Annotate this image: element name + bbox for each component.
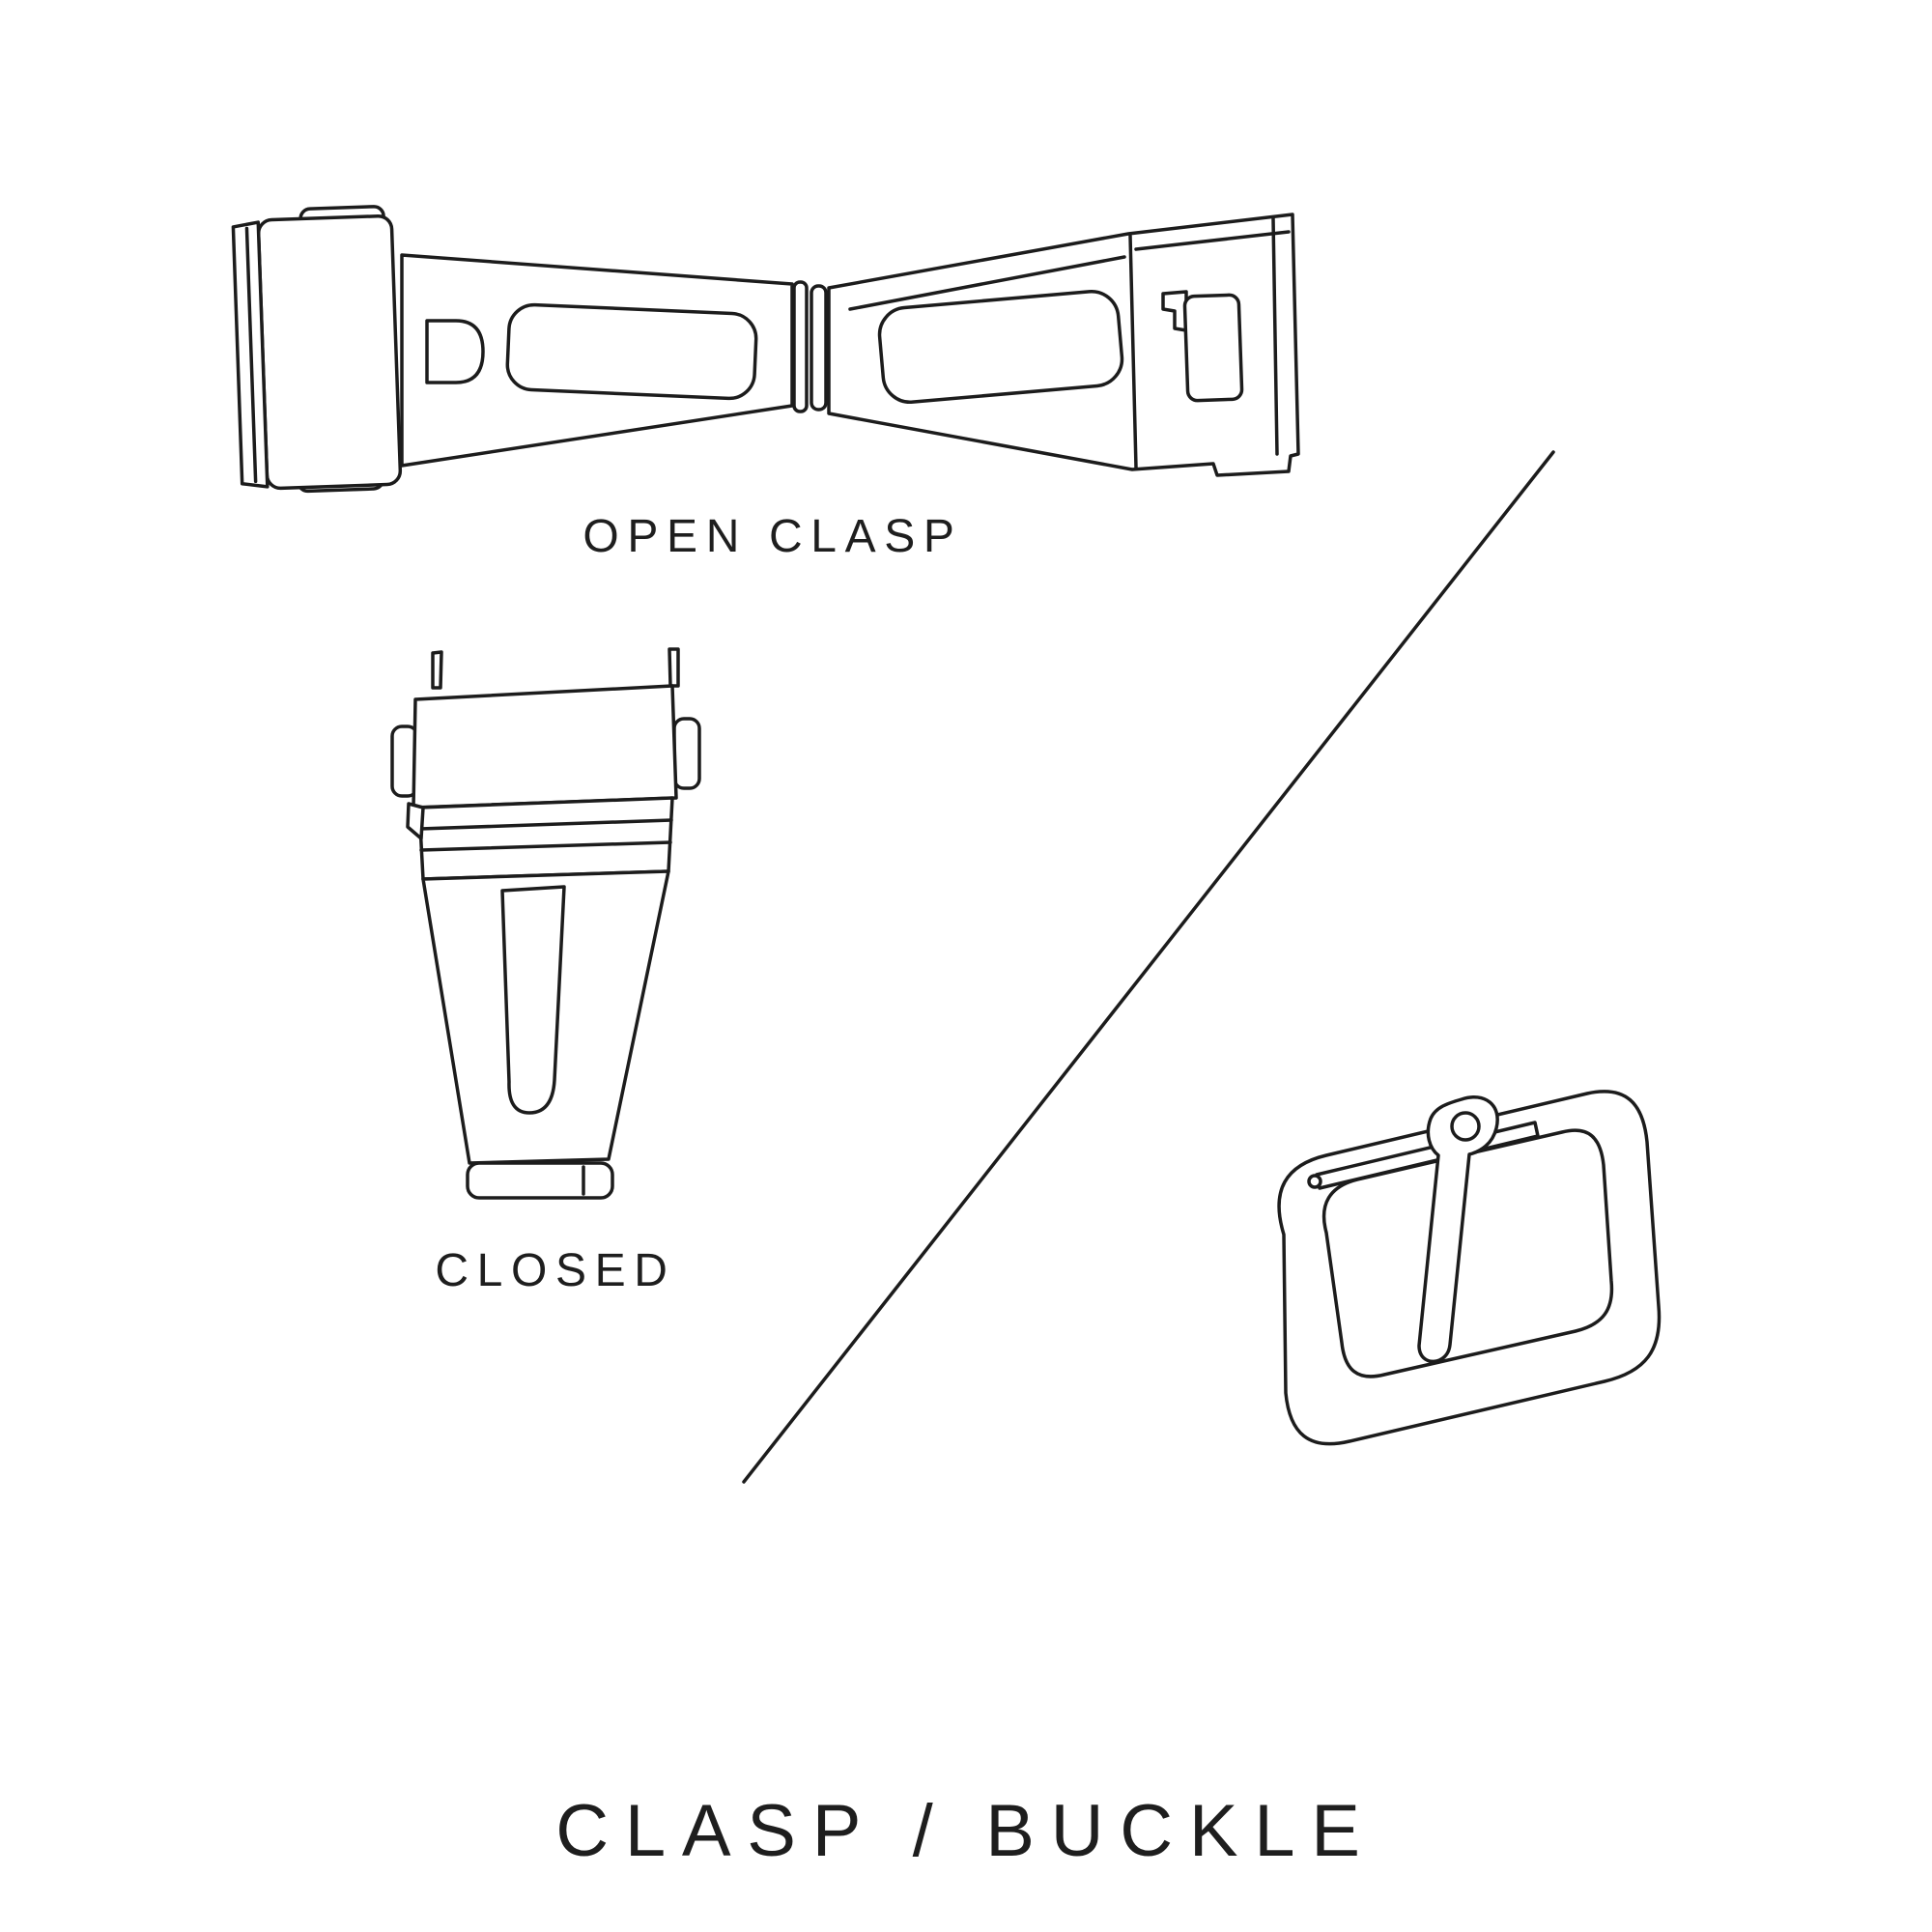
open-clasp-end-cap-line <box>1271 216 1279 456</box>
closed-clasp-band-line-2 <box>419 840 672 852</box>
open-clasp-right-top-line <box>1134 230 1291 251</box>
open-clasp-left-cutout <box>505 302 758 401</box>
closed-clasp-illustration <box>390 647 701 1200</box>
closed-clasp-ear-right <box>672 717 701 790</box>
page-title: CLASP / BUCKLE <box>555 1790 1377 1872</box>
open-clasp-end-bar-line <box>244 226 258 484</box>
closed-clasp-bottom-piece <box>466 1161 614 1200</box>
buckle-illustration <box>1277 1090 1662 1446</box>
closed-clasp-label: CLOSED <box>435 1245 676 1296</box>
closed-clasp-prong-right <box>668 647 680 688</box>
closed-clasp-inner-cutout <box>500 885 566 1115</box>
closed-clasp-band-line-1 <box>418 818 673 831</box>
buckle-axle-pin-end <box>1307 1174 1322 1189</box>
open-clasp-label: OPEN CLASP <box>582 511 963 562</box>
closed-clasp-prong-left <box>431 650 443 690</box>
buckle-inner-opening <box>1321 1128 1614 1378</box>
open-clasp-illustration <box>231 205 1300 494</box>
open-clasp-left-notch <box>425 319 485 384</box>
open-clasp-right-cutout <box>877 289 1124 405</box>
closed-clasp-cap <box>412 684 678 810</box>
buckle-prong-loop <box>1450 1111 1481 1142</box>
open-clasp-hook-notch <box>1161 290 1188 332</box>
closed-clasp-band <box>417 796 674 881</box>
open-clasp-end-block <box>256 213 403 491</box>
open-clasp-hook-cutout <box>1182 293 1244 403</box>
open-clasp-right-fold-line <box>848 255 1126 311</box>
open-clasp-right-divider-line <box>1128 234 1138 469</box>
open-clasp-hinge-bar-1 <box>792 280 809 413</box>
buckle-prong <box>1417 1095 1499 1364</box>
closed-clasp-bevel <box>406 802 425 840</box>
open-clasp-hinge-bar-2 <box>810 284 828 412</box>
